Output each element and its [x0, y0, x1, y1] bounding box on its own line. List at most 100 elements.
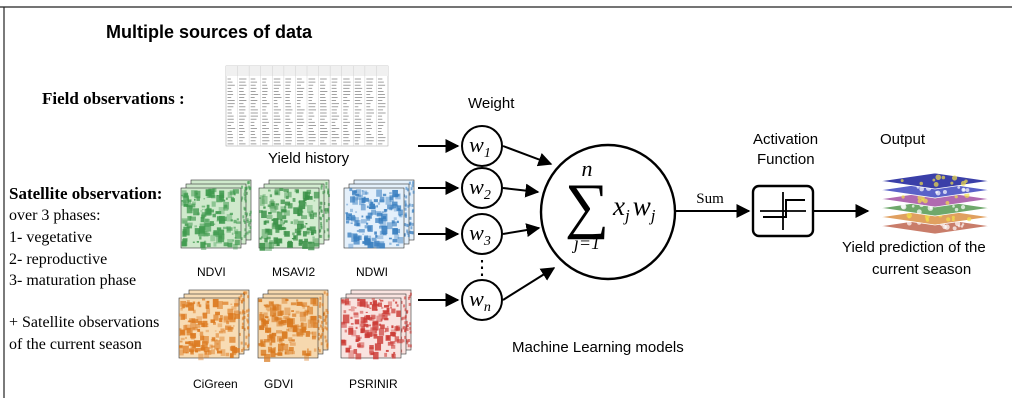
index-tile-texture — [232, 325, 235, 327]
index-label-psrinir: PSRINIR — [349, 377, 398, 391]
index-tile-texture — [259, 199, 265, 206]
index-tile-texture — [389, 195, 394, 201]
index-tile-texture — [214, 340, 221, 350]
machine-learning-caption: Machine Learning models — [512, 339, 684, 356]
index-tile-texture — [182, 220, 188, 224]
index-tile-texture — [309, 226, 316, 231]
index-tile-texture — [282, 344, 289, 351]
index-tile-texture — [341, 322, 347, 328]
index-tile-texture — [183, 195, 189, 204]
index-tile-texture — [270, 350, 276, 358]
index-tile-texture — [271, 332, 277, 337]
index-tile-texture — [219, 315, 223, 320]
index-tile-texture — [267, 346, 273, 353]
index-tile-texture — [200, 241, 206, 248]
index-tile-texture — [220, 349, 226, 356]
index-tile-texture — [269, 240, 273, 245]
index-tile-texture — [283, 210, 290, 216]
output-layer-speck — [960, 225, 964, 228]
output-layer-speck — [906, 212, 912, 219]
satellite-phase-line-2: 1- vegetative — [9, 229, 93, 246]
index-tile-texture — [206, 325, 209, 327]
index-tile-texture — [232, 239, 235, 242]
index-tile-texture — [307, 227, 310, 231]
index-tile-texture — [373, 302, 376, 305]
index-tile-texture — [325, 321, 328, 325]
index-tile-texture — [187, 200, 192, 205]
index-tile-texture — [300, 322, 307, 330]
index-tile-texture — [286, 328, 290, 331]
index-tile-texture — [396, 205, 402, 211]
index-tile-texture — [321, 303, 324, 307]
index-tile-texture — [263, 312, 268, 318]
index-tile-texture — [306, 227, 312, 233]
index-tile-texture — [359, 336, 362, 339]
weight-base: w — [469, 286, 484, 311]
index-tile-texture — [182, 345, 189, 354]
index-tile-texture — [184, 223, 189, 226]
weight-node-label: w1 — [469, 132, 491, 161]
index-tile-texture — [216, 350, 223, 354]
index-tile-texture — [273, 312, 277, 317]
index-tile-texture — [355, 335, 360, 342]
index-tile-texture — [327, 188, 330, 192]
index-tile-texture — [402, 316, 405, 320]
index-tile-texture — [307, 196, 313, 199]
index-tile-texture — [309, 213, 314, 220]
index-tile-texture — [277, 317, 282, 321]
output-layer-speck — [957, 224, 961, 228]
index-tile-texture — [371, 304, 378, 311]
index-tile-texture — [405, 186, 408, 190]
index-tile-texture — [396, 327, 401, 331]
index-tile-texture — [352, 190, 357, 196]
index-tile-texture — [259, 242, 266, 251]
index-tile-texture — [367, 235, 372, 239]
index-tile-texture — [348, 309, 352, 311]
index-tile-texture — [196, 316, 202, 323]
index-tile-texture — [200, 335, 205, 341]
index-tile-texture — [223, 316, 229, 323]
index-tile-texture — [284, 205, 287, 209]
index-tile-texture — [353, 349, 358, 354]
index-tile-texture — [270, 336, 276, 343]
index-tile-texture — [233, 192, 236, 196]
index-tile-texture — [360, 316, 366, 324]
index-tile-texture — [204, 208, 211, 216]
index-tile-texture — [409, 326, 412, 330]
weight-subscript: 3 — [483, 234, 491, 249]
index-tile-texture — [304, 195, 309, 200]
index-tile-texture — [212, 298, 219, 308]
index-tile-texture — [243, 220, 246, 224]
index-tile-texture — [289, 350, 293, 355]
index-tile-texture — [396, 310, 401, 317]
output-layer-speck — [922, 198, 928, 204]
index-tile-texture — [369, 344, 374, 350]
index-tile-texture — [307, 306, 314, 315]
index-tile-texture — [312, 331, 317, 338]
index-tile-texture — [306, 350, 312, 356]
index-tile-texture — [238, 296, 241, 300]
index-tile-texture — [181, 218, 188, 224]
index-tile-texture — [378, 217, 384, 224]
output-layer-speck — [961, 223, 965, 226]
index-tile-texture — [371, 298, 375, 301]
index-tile-texture — [408, 192, 411, 196]
index-tile-texture — [218, 233, 225, 243]
index-tile-texture — [348, 327, 354, 335]
index-tile-texture — [292, 232, 295, 236]
index-tile-texture — [394, 336, 400, 342]
index-tile-texture — [235, 231, 242, 239]
index-tile-texture — [244, 197, 247, 201]
index-tile-texture — [348, 345, 352, 349]
index-tile-texture — [261, 236, 263, 238]
index-label-ndvi: NDVI — [197, 265, 226, 279]
index-tile-texture — [302, 191, 308, 199]
index-tile-texture — [320, 320, 323, 324]
index-tile-texture — [390, 344, 396, 349]
index-tile-texture — [195, 192, 198, 195]
index-tile-texture — [245, 309, 248, 313]
satellite-phase-line-3: 2- reproductive — [9, 251, 108, 268]
index-tile-texture — [179, 329, 186, 336]
index-tile-texture — [187, 320, 190, 323]
index-tile-texture — [212, 231, 219, 236]
